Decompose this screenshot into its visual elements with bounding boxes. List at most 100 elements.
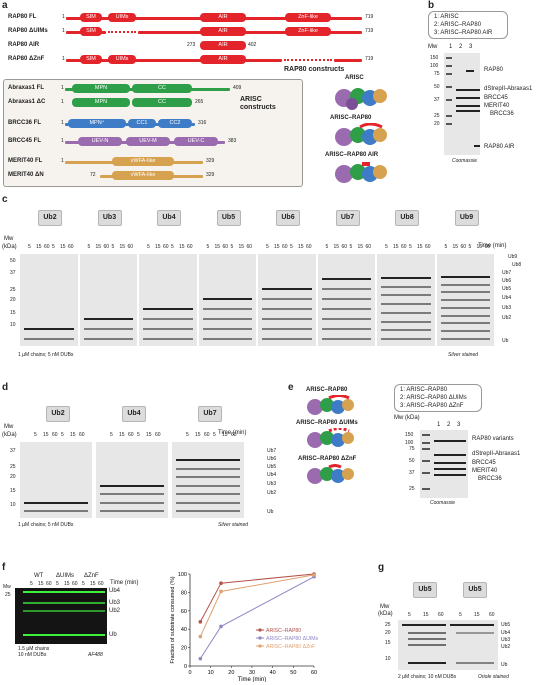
data-point xyxy=(198,656,203,661)
time-point: 15 xyxy=(36,244,42,250)
chain-chip: Ub4 xyxy=(157,210,181,226)
kda-label: (kDa) xyxy=(378,611,393,617)
panel-label-c: c xyxy=(2,194,8,205)
ub-label: Ub4 xyxy=(267,472,277,478)
time-point: 5 xyxy=(87,244,91,250)
silver-gel xyxy=(317,254,375,346)
gel-band xyxy=(381,303,431,305)
ub-label: Ub4 xyxy=(109,588,121,594)
condition-note: 1 µM chains; 5 nM DUBs xyxy=(18,522,74,528)
deleted-region xyxy=(284,59,332,61)
lane-number: 3 xyxy=(469,44,473,50)
time-point: 60 xyxy=(155,432,161,438)
gel-band xyxy=(143,328,193,330)
construct-start: 1 xyxy=(62,28,65,34)
time-label: Time (min) xyxy=(110,580,139,586)
mw-marker: 37 xyxy=(10,448,16,454)
construct-end: 409 xyxy=(233,85,242,91)
gel-band xyxy=(143,308,193,310)
gel-band xyxy=(24,338,74,340)
construct-start: 1 xyxy=(61,158,64,164)
gel-band xyxy=(176,476,240,478)
domain-sim: SIM xyxy=(80,27,102,36)
chain-chip: Ub2 xyxy=(46,406,70,422)
panel-label-e: e xyxy=(288,382,294,393)
ub-label: Ub2 xyxy=(109,608,121,614)
panel-label-f: f xyxy=(2,562,6,573)
time-point: 15 xyxy=(333,244,340,250)
time-point: 5 xyxy=(290,244,293,250)
time-point: 5 xyxy=(206,244,210,250)
time-label: Time (min) xyxy=(218,430,247,436)
silver-gel xyxy=(436,254,494,346)
fluorescence-gel-f xyxy=(15,588,107,644)
domain-znf: ZnF-like xyxy=(285,13,331,22)
band-label: dStrepII-Abraxas1 xyxy=(484,86,533,92)
complex-label: ARISC–RAP80 AIR xyxy=(325,152,379,158)
data-point xyxy=(198,634,203,639)
construct-start: 1 xyxy=(62,56,65,62)
time-point: 60 xyxy=(128,432,134,438)
domain-vwfa: vWFA-like xyxy=(112,171,174,180)
gel-band xyxy=(321,278,371,280)
time-point: 5 xyxy=(409,244,412,250)
oriole-gel-g xyxy=(398,620,498,670)
time-point: 60 xyxy=(365,244,372,250)
mw-marker: 20 xyxy=(10,474,16,480)
time-point: 15 xyxy=(274,244,280,250)
data-point xyxy=(198,620,203,624)
deleted-region xyxy=(108,31,136,33)
gel-band xyxy=(176,467,240,470)
time-point: 60 xyxy=(438,612,444,618)
arisc-constructs-title: ARISC constructs xyxy=(240,96,276,111)
ub-label: Ub8 xyxy=(512,262,522,268)
band-label: dStrepII-Abraxas1 xyxy=(472,451,521,457)
x-tick-label: 60 xyxy=(311,670,317,676)
chain-chip-ub5: Ub5 xyxy=(413,582,437,598)
silver-gel xyxy=(20,442,92,518)
y-tick-label: 100 xyxy=(178,572,187,578)
time-point: 5 xyxy=(34,432,37,438)
time-point: 5 xyxy=(385,244,388,250)
time-point: 60 xyxy=(222,244,229,250)
construct-name: BRCC36 FL xyxy=(8,120,42,126)
band-label: RAP80 AIR xyxy=(484,144,515,150)
construct-name: MERIT40 FL xyxy=(8,158,43,164)
time-point: 15 xyxy=(60,244,66,250)
gel-band xyxy=(440,338,490,340)
gel-band xyxy=(440,314,490,317)
time-point: 5 xyxy=(52,244,55,250)
silver-gel xyxy=(79,254,137,346)
panel-label-b: b xyxy=(428,0,435,11)
rap80-bar xyxy=(138,31,362,34)
silver-gel xyxy=(377,254,435,346)
arisc-rap80-dznf-cartoon xyxy=(307,464,354,484)
construct-end: 316 xyxy=(198,120,207,126)
time-point: 60 xyxy=(98,581,104,587)
rap80-constructs-title: RAP80 constructs xyxy=(284,66,345,73)
kda-label: (kDa) xyxy=(2,244,17,250)
gel-band xyxy=(321,298,371,300)
gel-band xyxy=(440,330,490,333)
band-label: BRCC36 xyxy=(478,476,502,482)
construct-start: 1 xyxy=(61,85,64,91)
construct-end: 329 xyxy=(206,172,215,178)
time-point: 5 xyxy=(28,244,31,250)
group-label: ΔZnF xyxy=(84,573,99,579)
legend-marker xyxy=(258,628,262,632)
time-point: 15 xyxy=(64,581,70,587)
time-point: 60 xyxy=(204,432,210,438)
x-tick-label: 40 xyxy=(270,670,276,676)
time-point: 60 xyxy=(52,432,58,438)
x-tick-label: 50 xyxy=(290,670,296,676)
mw-marker: 25 xyxy=(409,486,415,492)
mw-marker: 100 xyxy=(405,440,414,446)
condition-note: 2 µM chains; 10 nM DUBs xyxy=(398,674,457,680)
time-point: 15 xyxy=(119,432,125,438)
gel-band xyxy=(262,308,312,310)
time-point: 5 xyxy=(30,581,33,587)
chain-chip: Ub6 xyxy=(276,210,300,226)
construct-name: Abraxas1 FL xyxy=(8,85,45,91)
gel-band xyxy=(321,338,371,340)
time-point: 5 xyxy=(171,244,174,250)
